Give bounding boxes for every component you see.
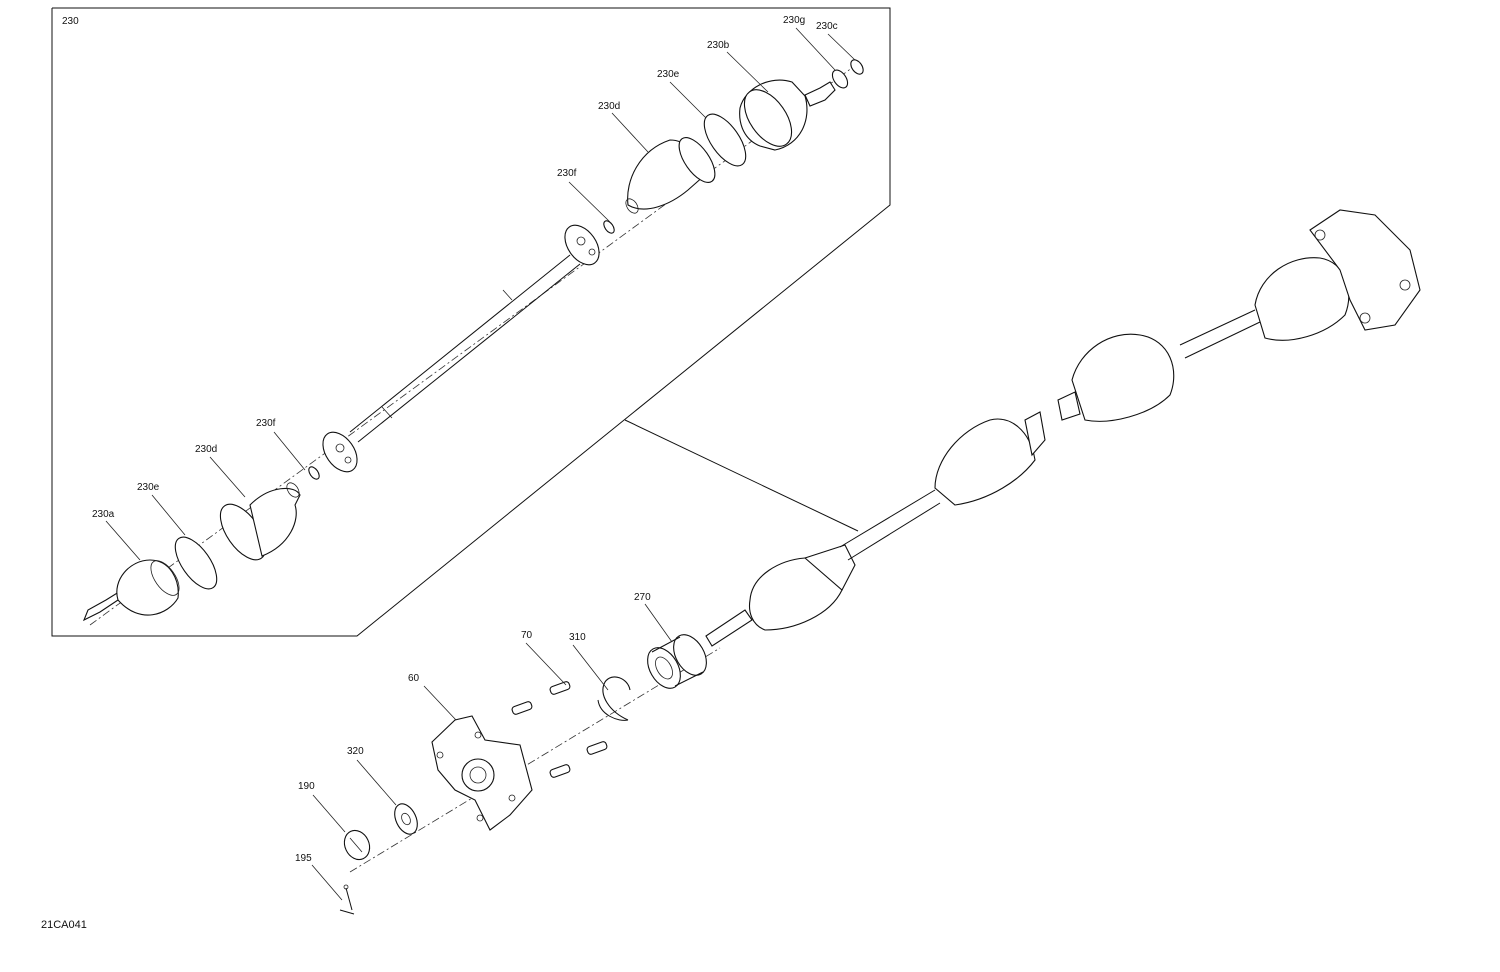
part-230e-clamp-ring	[174, 536, 218, 590]
part-230f-circlip	[308, 466, 320, 480]
part-230-inner-joint-bottom	[322, 431, 358, 473]
callout-230d-bottom: 230d	[195, 444, 218, 455]
part-230a-outer-cv-joint	[82, 559, 180, 622]
inset-leader-line	[624, 419, 859, 532]
callout-230f-top: 230f	[557, 168, 577, 179]
part-230g-o-ring	[831, 69, 849, 89]
part-230b-inner-housing	[739, 79, 836, 151]
part-195-cotter-pin	[339, 884, 355, 915]
callout-230c: 230c	[816, 21, 838, 32]
callout-190: 190	[298, 781, 315, 792]
callout-230d-top: 230d	[598, 101, 621, 112]
callout-230e-top: 230e	[657, 69, 680, 80]
callout-195: 195	[295, 853, 312, 864]
callout-310: 310	[569, 632, 586, 643]
part-230c-circlip	[850, 59, 864, 75]
inset-frame	[51, 7, 891, 637]
callout-60: 60	[408, 673, 420, 684]
callout-230b: 230b	[707, 40, 730, 51]
reference-code: 21CA041	[41, 919, 87, 931]
callout-70: 70	[521, 630, 533, 641]
part-310-circlip	[602, 676, 631, 721]
callout-230f-bottom: 230f	[256, 418, 276, 429]
part-60-wheel-hub	[431, 715, 533, 831]
part-230-inner-joint-top	[564, 224, 600, 266]
part-70-wheel-studs	[511, 681, 608, 778]
part-270-wheel-bearing	[647, 634, 707, 689]
part-320-washer	[394, 803, 418, 835]
assembly-label-230: 230	[62, 16, 79, 27]
part-complete-drive-shaft	[705, 209, 1421, 647]
callout-230e-bottom: 230e	[137, 482, 160, 493]
callout-230a: 230a	[92, 509, 115, 520]
callout-320: 320	[347, 746, 364, 757]
callout-270: 270	[634, 592, 651, 603]
part-230d-boot	[219, 482, 301, 561]
callout-230g: 230g	[783, 15, 806, 26]
part-230-shaft	[349, 254, 581, 443]
part-190-castle-nut	[343, 829, 371, 861]
part-230d-boot-top	[625, 137, 716, 214]
